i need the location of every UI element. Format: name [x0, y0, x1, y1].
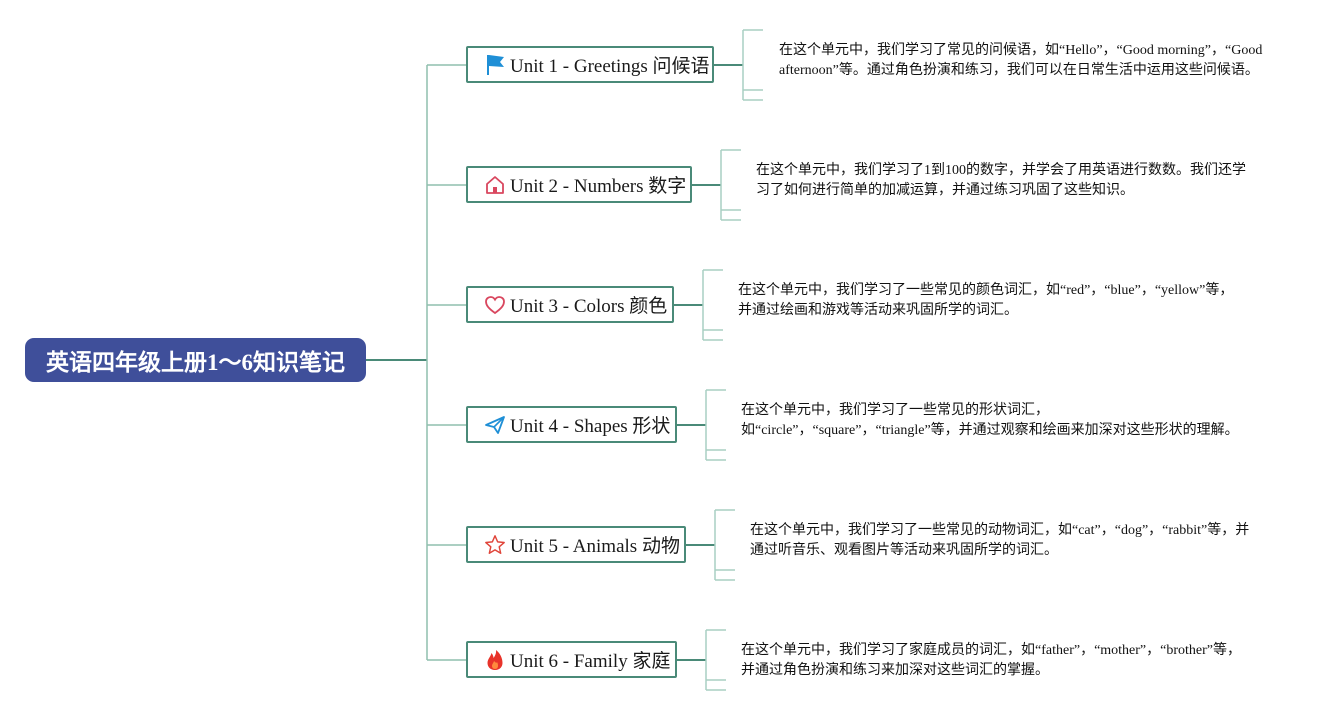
- unit-4-note: 在这个单元中，我们学习了一些常见的形状词汇， 如“circle”，“square…: [741, 401, 1239, 441]
- root-topic[interactable]: 英语四年级上册1～6知识笔记: [25, 338, 366, 382]
- unit-2-note-line-1: 在这个单元中，我们学习了1到100的数字，并学会了用英语进行数数。我们还学: [756, 163, 1246, 178]
- unit-4-topic[interactable]: Unit 4 - Shapes 形状: [466, 406, 677, 443]
- unit-6-note-line-2: 并通过角色扮演和练习来加深对这些词汇的掌握。: [741, 663, 1049, 678]
- unit-6-note-line-1: 在这个单元中，我们学习了家庭成员的词汇，如“father”，“mother”，“…: [741, 643, 1242, 658]
- unit-3-note: 在这个单元中，我们学习了一些常见的颜色词汇，如“red”，“blue”，“yel…: [738, 281, 1233, 321]
- fire-icon: [484, 649, 506, 671]
- unit-1-topic[interactable]: Unit 1 - Greetings 问候语: [466, 46, 714, 83]
- root-title: 英语四年级上册1～6知识笔记: [46, 350, 345, 375]
- house-icon: [484, 174, 506, 196]
- unit-1-note-line-2: afternoon”等。通过角色扮演和练习，我们可以在日常生活中运用这些问候语。: [779, 63, 1259, 78]
- paper-plane-icon: [484, 414, 506, 436]
- heart-icon: [484, 294, 506, 316]
- unit-2-topic[interactable]: Unit 2 - Numbers 数字: [466, 166, 692, 203]
- unit-5-note-line-2: 通过听音乐、观看图片等活动来巩固所学的词汇。: [750, 543, 1058, 558]
- unit-4-note-line-2: 如“circle”，“square”，“triangle”等，并通过观察和绘画来…: [741, 423, 1239, 438]
- unit-3-note-line-1: 在这个单元中，我们学习了一些常见的颜色词汇，如“red”，“blue”，“yel…: [738, 283, 1234, 298]
- unit-4-note-line-1: 在这个单元中，我们学习了一些常见的形状词汇，: [741, 403, 1049, 418]
- flag-icon: [484, 54, 506, 76]
- unit-3-label: Unit 3 - Colors 颜色: [510, 296, 668, 317]
- unit-5-topic[interactable]: Unit 5 - Animals 动物: [466, 526, 686, 563]
- unit-2-note-line-2: 习了如何进行简单的加减运算，并通过练习巩固了这些知识。: [756, 183, 1134, 198]
- unit-5-label: Unit 5 - Animals 动物: [510, 536, 680, 557]
- unit-3-note-line-2: 并通过绘画和游戏等活动来巩固所学的词汇。: [738, 303, 1018, 318]
- unit-5-note-line-1: 在这个单元中，我们学习了一些常见的动物词汇，如“cat”，“dog”，“rabb…: [750, 523, 1250, 538]
- unit-6-topic[interactable]: Unit 6 - Family 家庭: [466, 641, 677, 678]
- unit-1-note-line-1: 在这个单元中，我们学习了常见的问候语，如“Hello”，“Good mornin…: [779, 43, 1263, 58]
- unit-1-note: 在这个单元中，我们学习了常见的问候语，如“Hello”，“Good mornin…: [779, 41, 1262, 81]
- unit-2-label: Unit 2 - Numbers 数字: [510, 176, 687, 197]
- unit-1-label: Unit 1 - Greetings 问候语: [510, 56, 710, 77]
- unit-5-note: 在这个单元中，我们学习了一些常见的动物词汇，如“cat”，“dog”，“rabb…: [750, 521, 1249, 561]
- unit-6-label: Unit 6 - Family 家庭: [510, 651, 671, 672]
- unit-6-note: 在这个单元中，我们学习了家庭成员的词汇，如“father”，“mother”，“…: [741, 641, 1241, 681]
- unit-4-label: Unit 4 - Shapes 形状: [510, 416, 671, 437]
- unit-2-note: 在这个单元中，我们学习了1到100的数字，并学会了用英语进行数数。我们还学 习了…: [756, 161, 1246, 201]
- unit-3-topic[interactable]: Unit 3 - Colors 颜色: [466, 286, 674, 323]
- star-icon: [484, 534, 506, 556]
